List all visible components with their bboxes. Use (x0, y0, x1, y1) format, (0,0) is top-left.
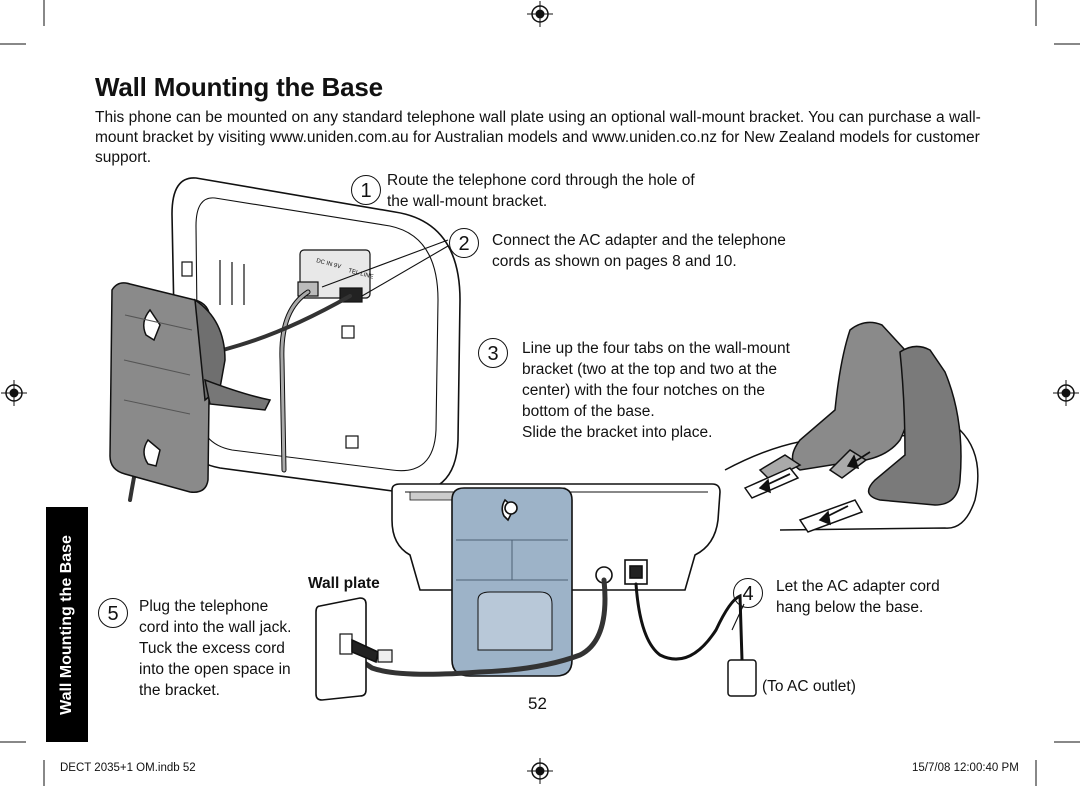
step-2-number: 2 (449, 228, 479, 258)
wall-plate-illustration (315, 597, 393, 701)
step-3-text: Line up the four tabs on the wall-mount … (522, 340, 790, 441)
pointer-line (731, 603, 745, 631)
base-rear-illustration: DC IN 9V TEL LINE (171, 177, 461, 494)
footer-file-info: DECT 2035+1 OM.indb 52 (60, 762, 196, 774)
pointer-line (321, 239, 449, 297)
page-title: Wall Mounting the Base (95, 72, 383, 102)
step-1-number: 1 (351, 175, 381, 205)
wall-bracket-gray (109, 282, 272, 493)
step-4-number: 4 (733, 578, 763, 608)
page-number: 52 (528, 694, 547, 713)
section-side-tab-label: Wall Mounting the Base (58, 534, 76, 715)
step-4-text: Let the AC adapter cord hang below the b… (776, 578, 940, 616)
step-1-text: Route the telephone cord through the hol… (387, 172, 695, 210)
footer-timestamp: 15/7/08 12:00:40 PM (912, 762, 1019, 774)
step-3-number: 3 (478, 338, 508, 368)
wall-plate-label: Wall plate (308, 575, 380, 592)
step-5-text: Plug the telephone cord into the wall ja… (139, 598, 292, 699)
cord-illustration (357, 577, 757, 697)
intro-paragraph: This phone can be mounted on any standar… (95, 109, 981, 166)
wall-bracket-blue (451, 487, 573, 677)
bracket-slide-illustration (724, 321, 979, 533)
ac-outlet-label: (To AC outlet) (762, 678, 856, 695)
section-side-tab: Wall Mounting the Base (46, 507, 88, 742)
step-2-text: Connect the AC adapter and the telephone… (492, 232, 786, 270)
step-5-number: 5 (98, 598, 128, 628)
